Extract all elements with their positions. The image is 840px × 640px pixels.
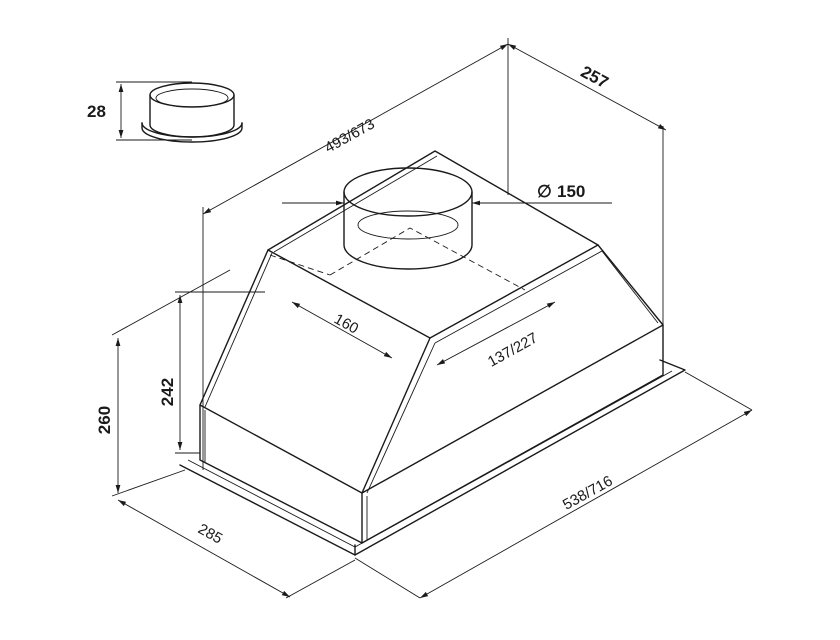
diameter-symbol: ∅ xyxy=(537,182,552,201)
dim-collar-height xyxy=(116,81,192,141)
dim-width-top xyxy=(202,38,509,470)
dim-depth-top xyxy=(507,43,667,325)
label-depth-bottom: 285 xyxy=(195,521,225,548)
loose-collar xyxy=(141,82,243,143)
label-width-top: 493/673 xyxy=(322,115,378,156)
dim-depth-bottom xyxy=(117,499,356,599)
dim-inner-depth xyxy=(291,301,393,359)
dim-inner-width xyxy=(436,301,556,366)
label-depth-top: 257 xyxy=(578,62,612,92)
label-inner-depth: 160 xyxy=(331,311,361,338)
dim-height-total xyxy=(111,269,231,497)
label-inner-width: 137/227 xyxy=(485,329,541,370)
label-width-bottom: 538/716 xyxy=(560,472,616,513)
label-diameter: 150 xyxy=(557,182,585,201)
label-collar-height: 28 xyxy=(87,102,106,121)
label-height-inner: 242 xyxy=(158,378,177,406)
label-diameter-group: ∅ 150 xyxy=(537,182,585,201)
dim-width-bottom xyxy=(354,371,753,599)
hood-body xyxy=(179,150,686,556)
label-height-total: 260 xyxy=(95,406,114,434)
